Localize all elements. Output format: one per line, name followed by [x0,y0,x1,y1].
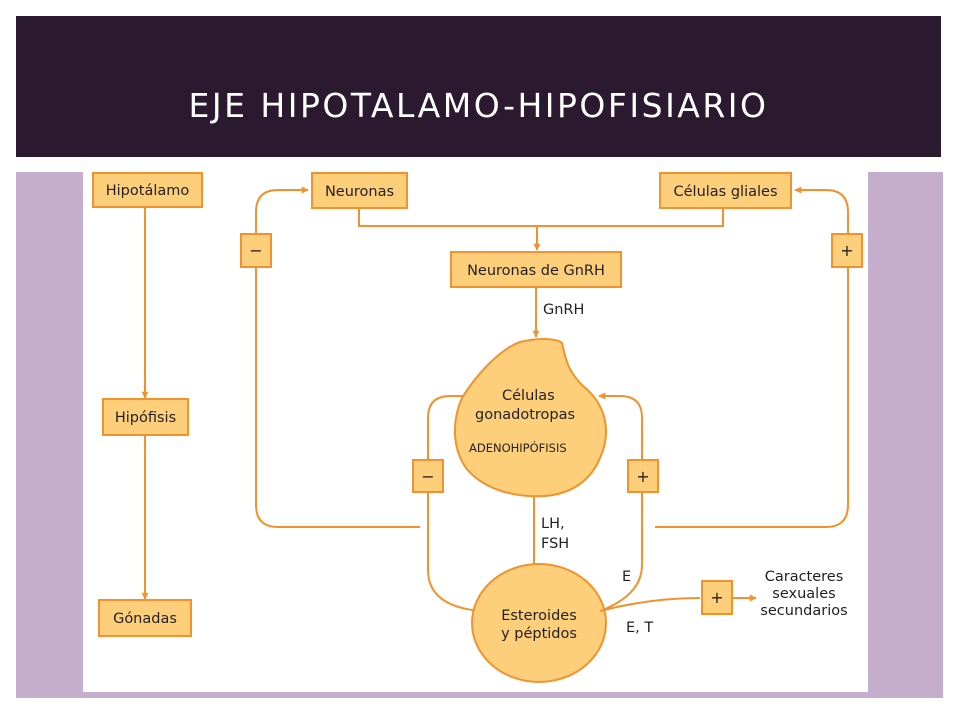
celulas-gliales-label: Células gliales [674,184,778,200]
inner-minus-box [412,459,444,493]
inner-minus-sign: − [421,467,434,486]
esteroides-line1: Esteroides [501,608,577,624]
hipotalamo-label: Hipotálamo [106,183,190,199]
gonadotropas-line2: gonadotropas [475,407,575,423]
gonadotropas-shape [453,338,607,498]
gonadotropas-line1: Células [502,388,555,404]
inner-negative-feedback [427,392,481,612]
esteroides-shape [471,563,607,683]
outer-plus-box [831,233,863,268]
caracteres-line1: Caracteres [765,569,844,585]
inner-plus-box [627,459,659,493]
caracteres-line2: sexuales [772,586,835,602]
et-label: E, T [626,620,653,636]
hipotalamo-box [92,172,203,208]
connector-esteroides-plus [599,597,701,612]
adenohipofisis-label: ADENOHIPÓFISIS [469,440,567,455]
fsh-label: FSH [541,536,569,552]
gonadas-label: Gónadas [113,611,177,627]
neuronas-gnrh-label: Neuronas de GnRH [467,263,605,279]
hipofisis-box [102,398,189,436]
caracteres-plus-sign: + [710,588,723,607]
outer-negative-feedback [255,186,420,528]
outer-positive-feedback [655,186,849,528]
caracteres-line3: secundarios [760,603,847,619]
caracteres-plus-box [701,580,733,615]
lh-label: LH, [541,516,565,532]
esteroides-line2: y péptidos [501,626,577,642]
title-bar: EJE HIPOTALAMO-HIPOFISIARIO [16,16,941,157]
neuronas-box [311,172,408,209]
hipofisis-label: Hipófisis [115,410,176,426]
inner-plus-sign: + [636,467,649,486]
connector-neuronas-gliales [358,208,724,227]
celulas-gliales-box [659,172,792,209]
e-label: E [622,569,631,585]
gonadas-box [98,599,192,637]
gnrh-label: GnRH [543,302,584,318]
slide-title: EJE HIPOTALAMO-HIPOFISIARIO [188,86,769,125]
outer-minus-box [240,233,272,268]
neuronas-label: Neuronas [325,184,394,200]
outer-plus-sign: + [840,241,853,260]
outer-minus-sign: − [249,241,262,260]
